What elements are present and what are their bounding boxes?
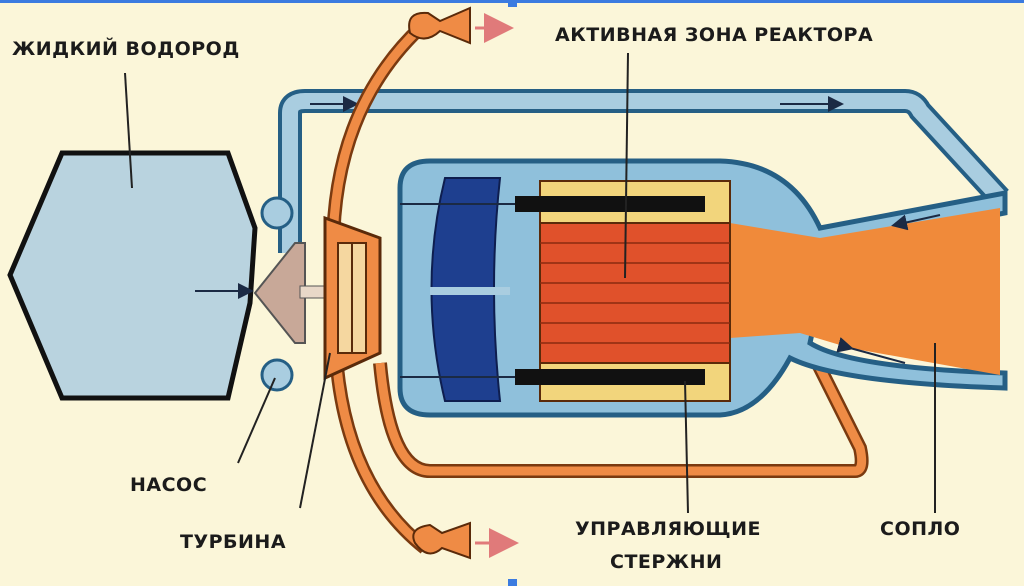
label-control-rods-2: СТЕРЖНИ	[610, 551, 722, 573]
hydrogen-feed-pipe	[278, 89, 1009, 253]
small-nozzle-bottom	[412, 521, 519, 560]
label-liquid-hydrogen: ЖИДКИЙ ВОДОРОД	[12, 37, 240, 60]
label-control-rods-1: УПРАВЛЯЮЩИЕ	[575, 518, 761, 540]
control-rod	[515, 196, 705, 212]
turbine	[323, 215, 382, 381]
hydrogen-tank	[7, 150, 258, 401]
small-nozzle-top	[408, 6, 514, 45]
selection-handle-top[interactable]	[508, 0, 517, 7]
control-rod	[515, 369, 705, 385]
reactor-core	[400, 180, 731, 402]
label-turbine: ТУРБИНА	[180, 531, 286, 553]
pump	[253, 196, 331, 392]
label-nozzle: СОПЛО	[880, 518, 960, 540]
label-pump: НАСОС	[130, 474, 207, 496]
exhaust-nozzle	[730, 208, 1000, 375]
turbine-exhaust-pipes	[326, 22, 869, 554]
nuclear-rocket-engine-diagram: ЖИДКИЙ ВОДОРОД АКТИВНАЯ ЗОНА РЕАКТОРА НА…	[7, 6, 1009, 573]
label-reactor-core: АКТИВНАЯ ЗОНА РЕАКТОРА	[555, 24, 873, 46]
